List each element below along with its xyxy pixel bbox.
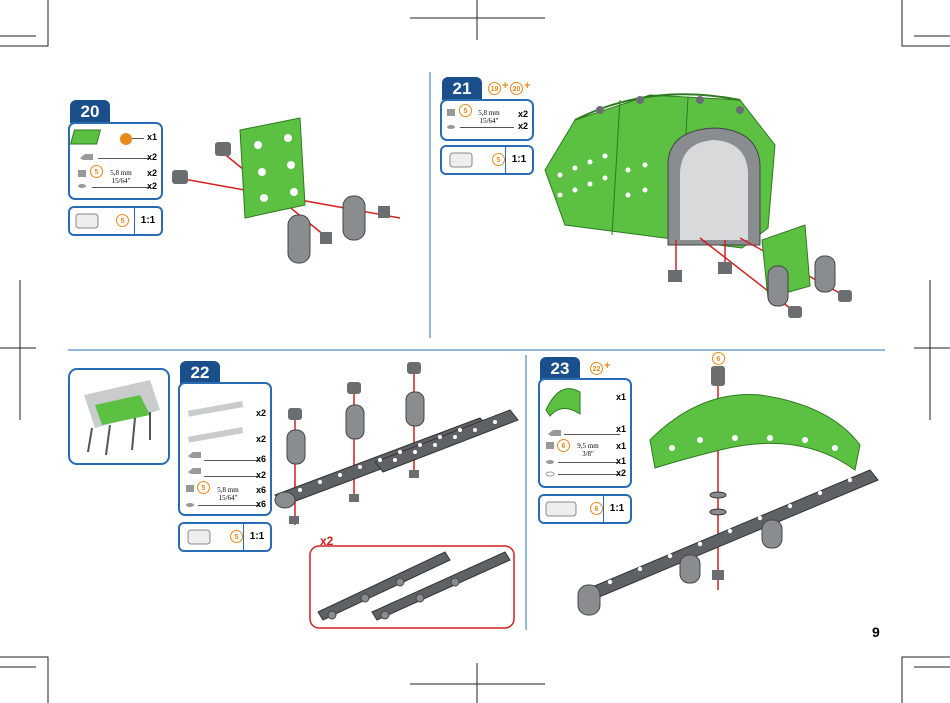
page-number: 9 <box>872 624 880 640</box>
